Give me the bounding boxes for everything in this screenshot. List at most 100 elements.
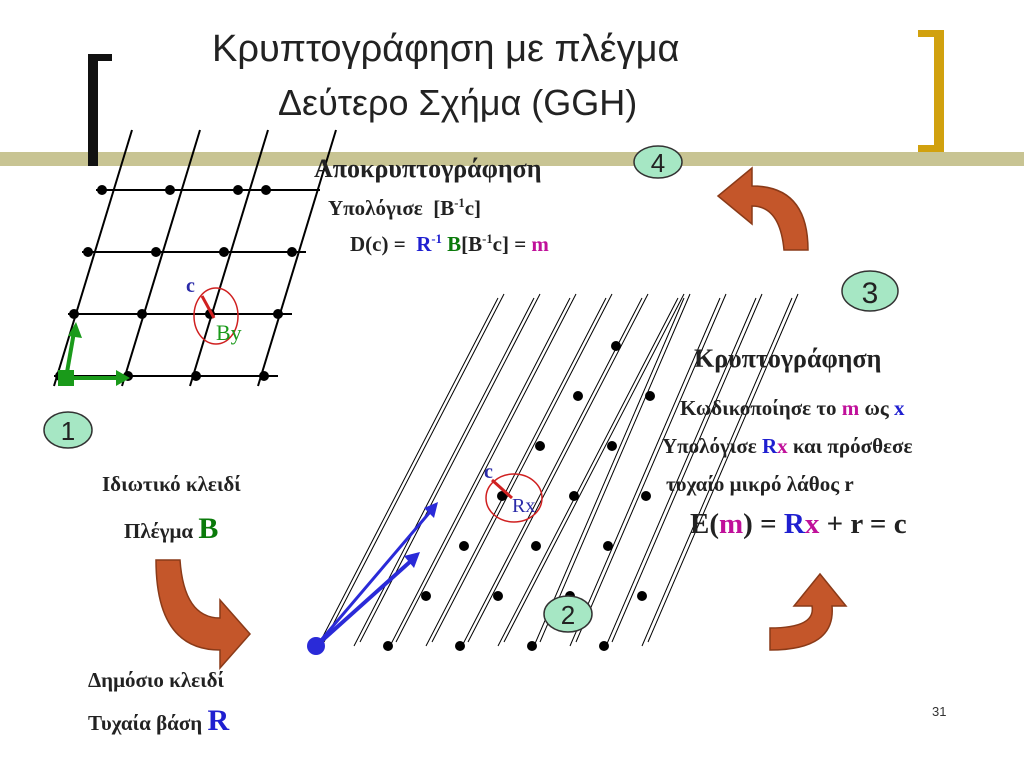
lattice-point (69, 309, 79, 319)
lattice-line (497, 297, 679, 647)
decryption-formula: D(c) = R-1 B[B-1c] = m (350, 232, 549, 257)
private-key-lattice-line: Πλέγμα B (124, 512, 218, 546)
step-badge-3: 3 (841, 270, 899, 312)
origin-point (307, 637, 325, 655)
encryption-encode-as: ως (864, 396, 889, 420)
encryption-compute-line: Υπολόγισε Rx και πρόσθεσε (662, 434, 912, 459)
encryption-heading: Κρυπτογράφηση (694, 344, 882, 373)
lattice-line (189, 129, 269, 387)
lattice-point (83, 247, 93, 257)
lattice-line (467, 293, 649, 643)
lattice-line (121, 129, 201, 387)
lattice-point (259, 371, 269, 381)
decryption-compute-label: Υπολόγισε (328, 196, 423, 220)
private-key-lattice-symbol: B (198, 512, 219, 545)
basis-vector (314, 558, 414, 648)
arrow-to-encryption (769, 572, 848, 651)
encryption-encode-line: Κωδικοποίησε το m ως x (680, 396, 904, 421)
right-bracket-vertical (934, 30, 944, 152)
lattice-line (611, 293, 763, 643)
decryption-heading: Αποκρυπτογράφηση (314, 154, 542, 183)
error-circle (193, 287, 239, 345)
lattice-line (461, 297, 643, 647)
decryption-formula-b: B (447, 232, 462, 256)
lattice-line (359, 293, 541, 643)
lattice-point (383, 641, 393, 651)
error-vector (200, 295, 216, 319)
lattice-line (395, 293, 577, 643)
slide-number: 31 (932, 704, 947, 719)
lattice-point (273, 309, 283, 319)
encryption-compute-x: x (777, 434, 788, 458)
encryption-formula-e: E( (690, 508, 719, 540)
lattice-point (137, 309, 147, 319)
decryption-formula-r-sup: -1 (431, 232, 442, 246)
decryption-compute-line: Υπολόγισε [B-1c] (328, 196, 481, 221)
arrow-to-decryption (716, 166, 809, 251)
encryption-encode-x: x (893, 396, 905, 420)
encryption-compute-add: και πρόσθεσε (792, 434, 913, 458)
encryption-compute-r: R (761, 434, 778, 458)
lattice-point (497, 491, 507, 501)
lattice-line (533, 297, 685, 647)
step-badge-label: 4 (651, 148, 665, 178)
left-bracket-top (88, 54, 112, 61)
lattice-line (539, 293, 691, 643)
step-badge-label: 1 (61, 416, 75, 446)
lattice-point (535, 441, 545, 451)
public-key-basis-line: Τυχαία βάση R (88, 704, 229, 738)
lattice-line (317, 297, 499, 647)
arrow-to-public-key (155, 559, 252, 670)
decryption-formula-bracket-close: c] = (492, 232, 527, 256)
lattice-point (233, 185, 243, 195)
step-badge-1: 1 (43, 411, 93, 449)
step-badge-label: 3 (862, 277, 879, 310)
right-bracket-top (918, 30, 944, 37)
decryption-compute-sup: -1 (454, 196, 465, 210)
encryption-formula-m: m (719, 508, 744, 540)
encryption-encode-label: Κωδικοποίησε το (680, 396, 837, 420)
lattice-point (641, 491, 651, 501)
lattice-line (503, 293, 685, 643)
lattice-line (257, 129, 337, 387)
lattice-line (647, 293, 799, 643)
lattice-point (421, 591, 431, 601)
basis-vector-head (116, 370, 130, 386)
encryption-encode-m: m (841, 396, 860, 420)
decryption-compute-close: c] (464, 196, 482, 220)
public-key-label: Δημόσιο κλειδί (88, 668, 225, 692)
lattice-point (219, 247, 229, 257)
lattice-point (531, 541, 541, 551)
basis-vector (314, 511, 432, 647)
left-by-label: By (216, 320, 242, 345)
decryption-formula-bracket-open: [B (461, 232, 483, 256)
lattice-point (459, 541, 469, 551)
lattice-line (431, 293, 613, 643)
step-badge-4: 4 (633, 145, 683, 179)
lattice-point (165, 185, 175, 195)
basis-vector-head (404, 552, 420, 568)
public-key-basis-symbol: R (207, 704, 230, 737)
lattice-line (353, 297, 535, 647)
step-badge-label: 2 (561, 600, 575, 630)
lattice-point (527, 641, 537, 651)
encryption-formula: E(m) = Rx + r = c (690, 508, 907, 541)
lattice-point (607, 441, 617, 451)
decryption-formula-m: m (531, 232, 549, 256)
lattice-point (573, 391, 583, 401)
lattice-point (603, 541, 613, 551)
lattice-line (323, 293, 505, 643)
lattice-line (389, 297, 571, 647)
error-circle (485, 473, 543, 523)
step-badge-2: 2 (543, 595, 593, 633)
lattice-point (455, 641, 465, 651)
lattice-point (261, 185, 271, 195)
private-key-label: Ιδιωτικό κλειδί (102, 472, 241, 496)
slide-title-line-2: Δεύτερο Σχήμα (GGH) (278, 82, 638, 123)
lattice-point (569, 491, 579, 501)
lattice-point (611, 341, 621, 351)
slide-title-line-1: Κρυπτογράφηση με πλέγμα (212, 28, 680, 70)
